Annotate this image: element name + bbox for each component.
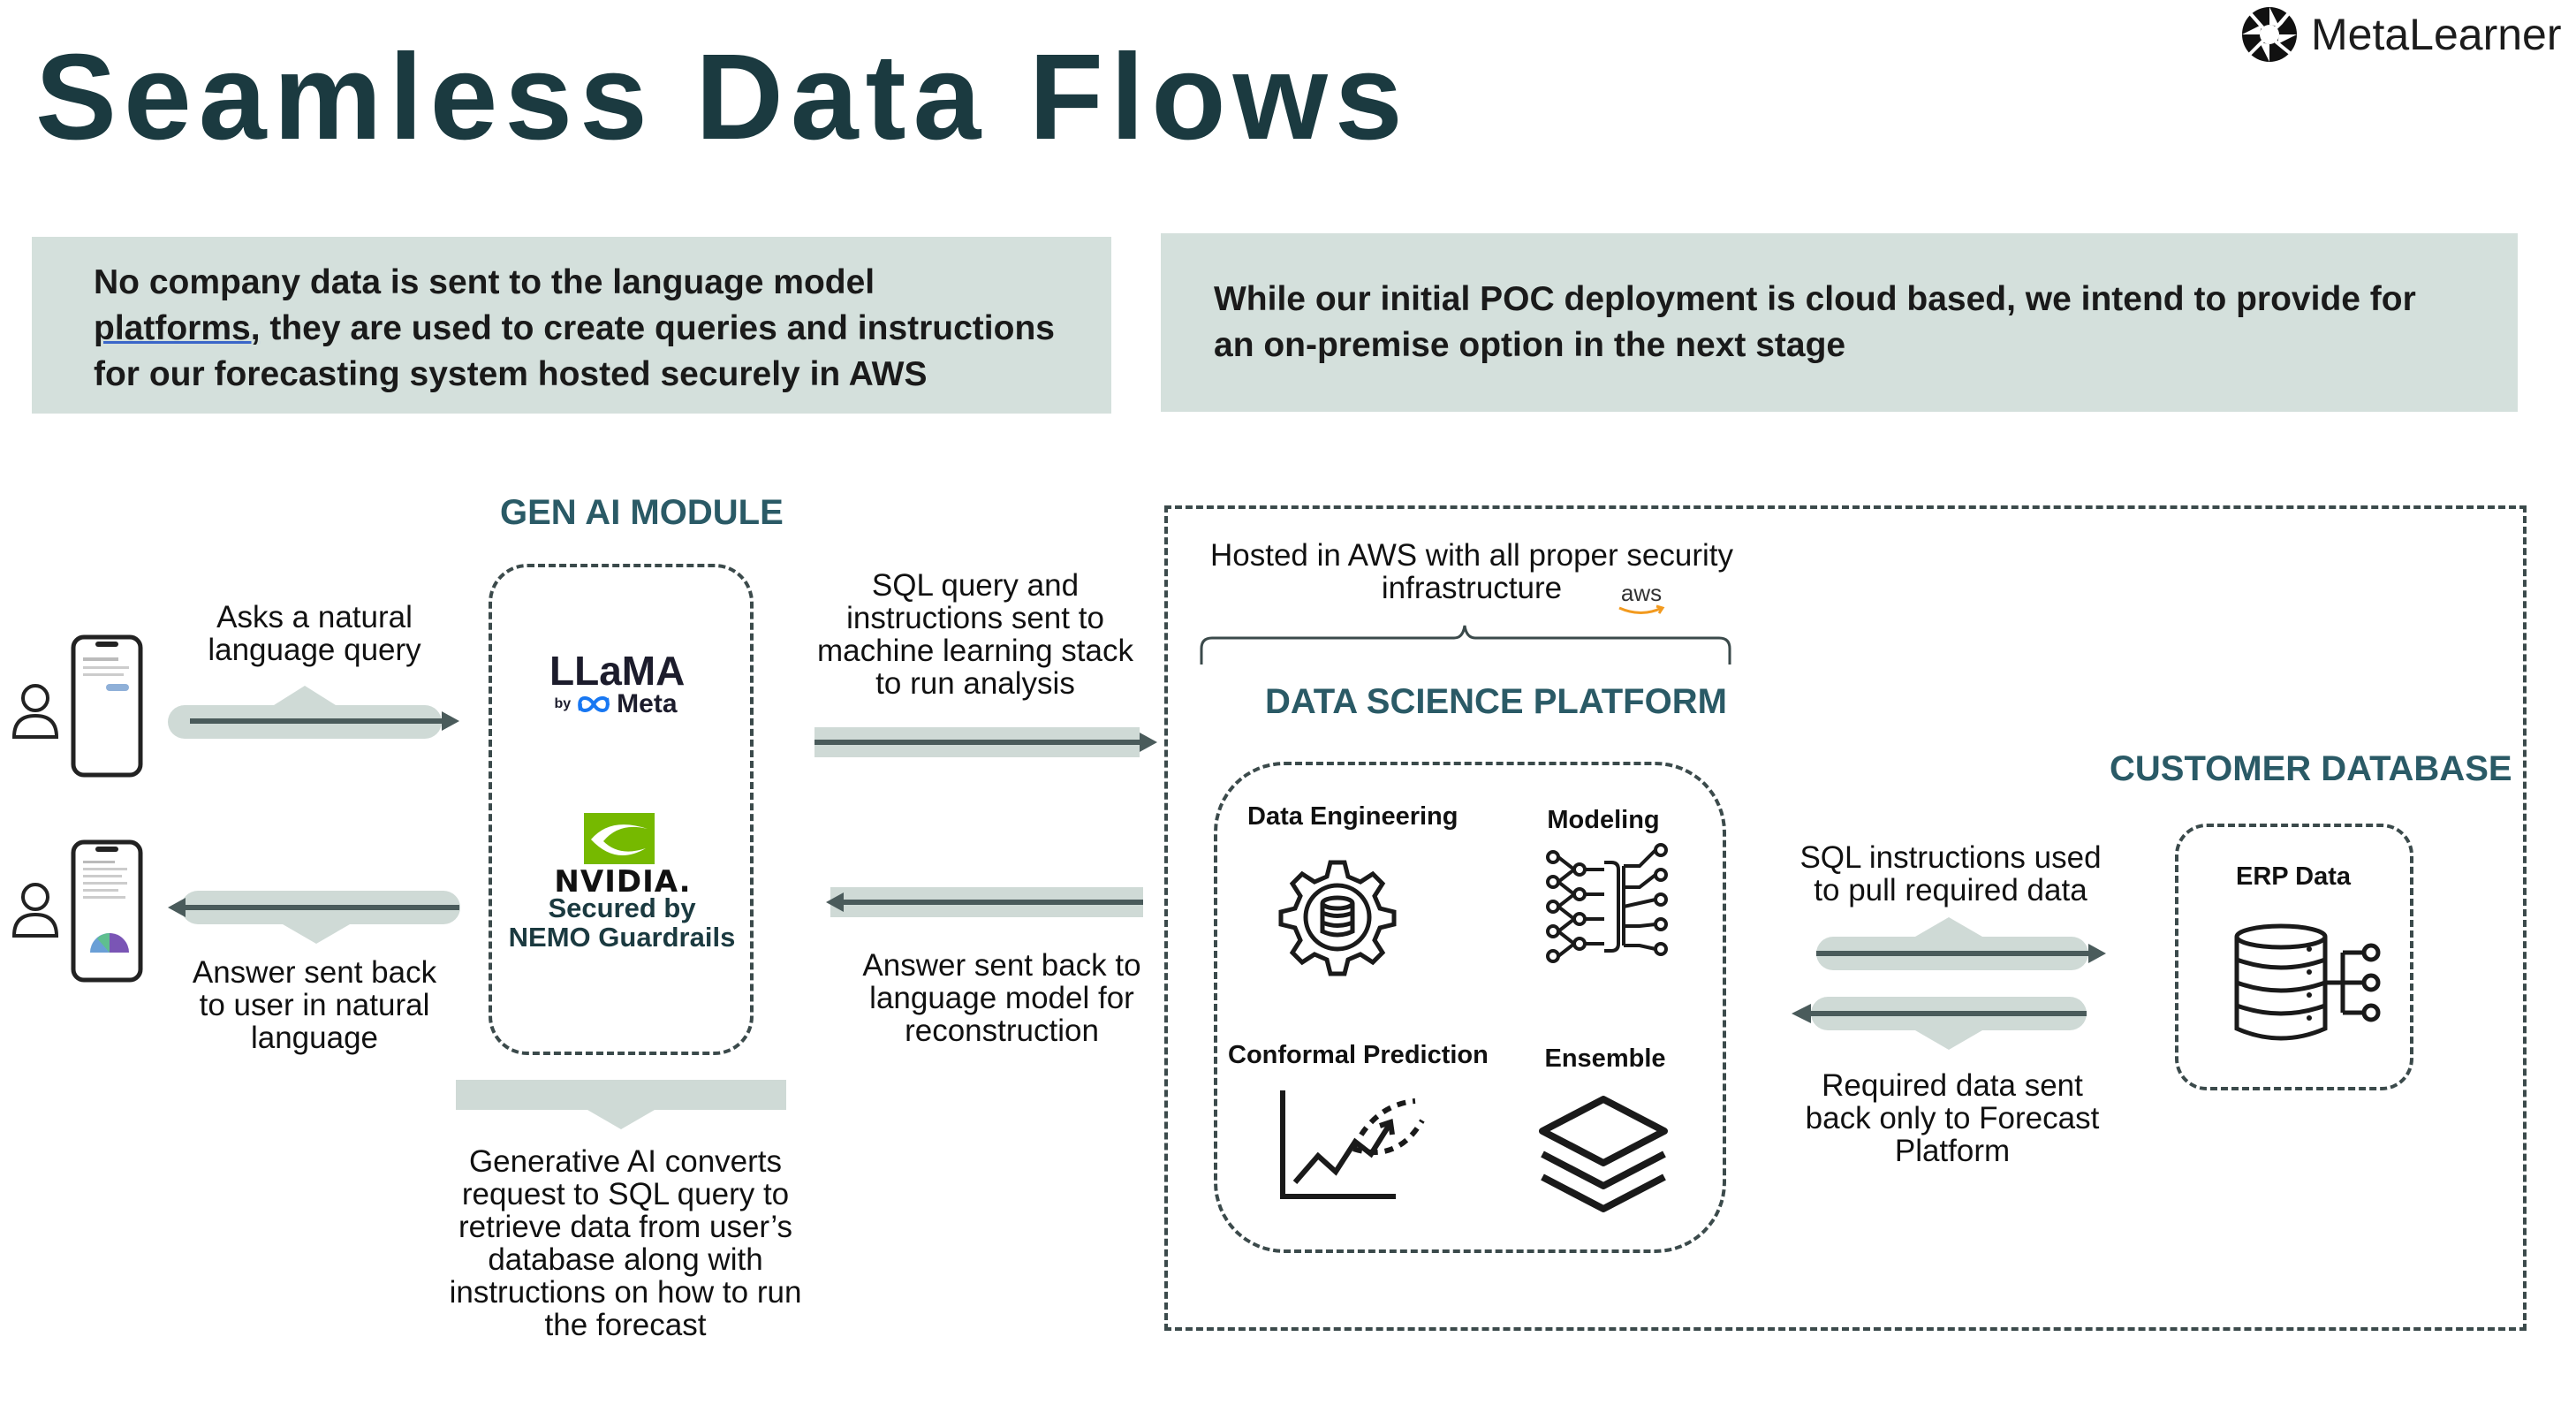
llama-by: by bbox=[554, 696, 572, 711]
gen-ai-description: Generative AI converts request to SQL qu… bbox=[449, 1144, 802, 1343]
aperture-logo-icon bbox=[2242, 7, 2297, 62]
aws-wordmark: aws bbox=[1620, 580, 1663, 606]
user-answer-text: Answer sent back to user in natural lang… bbox=[192, 955, 437, 1056]
gen-ai-title: GEN AI MODULE bbox=[500, 493, 784, 532]
neural-network-icon bbox=[1546, 843, 1668, 963]
aws-hosted-text: Hosted in AWS with all proper security i… bbox=[1210, 538, 1733, 606]
deployment-note: While our initial POC deployment is clou… bbox=[1161, 233, 2518, 412]
data-science-platform-box bbox=[1214, 762, 1726, 1253]
privacy-note-rest: they are used to create queries and inst… bbox=[94, 309, 1055, 393]
aws-bracket bbox=[1200, 625, 1731, 665]
llama-logo: LLaMA by Meta bbox=[549, 648, 686, 719]
answer-to-llm-text: Answer sent back to language model for r… bbox=[862, 948, 1141, 1049]
line-chart-icon bbox=[1280, 1090, 1425, 1199]
smartphone-icon bbox=[71, 839, 143, 983]
user-icon bbox=[11, 684, 59, 739]
brand-logo[interactable]: MetaLearner bbox=[2240, 4, 2562, 65]
aws-logo: aws bbox=[1615, 581, 1668, 620]
user-query-arrow bbox=[168, 686, 459, 739]
db-return-arrow bbox=[1792, 997, 2087, 1050]
llama-wordmark: LLaMA bbox=[549, 648, 686, 694]
gear-database-icon bbox=[1278, 860, 1397, 976]
privacy-note-underlined: platforms, bbox=[94, 309, 261, 348]
database-icon bbox=[2234, 923, 2381, 1041]
smartphone-icon bbox=[71, 634, 143, 778]
privacy-note: No company data is sent to the language … bbox=[32, 237, 1111, 414]
sql-to-ml-arrow bbox=[814, 727, 1157, 757]
module-label-ensemble: Ensemble bbox=[1544, 1044, 1666, 1073]
brand-name: MetaLearner bbox=[2311, 10, 2562, 59]
db-return-text: Required data sent back only to Forecast… bbox=[1805, 1068, 2100, 1169]
db-sql-arrow bbox=[1816, 917, 2106, 970]
aws-smile-icon bbox=[1618, 604, 1665, 614]
user-answer-arrow bbox=[168, 891, 460, 944]
erp-data-label: ERP Data bbox=[2235, 862, 2352, 891]
nvidia-eye-icon bbox=[584, 813, 655, 864]
db-sql-text: SQL instructions used to pull required d… bbox=[1799, 840, 2102, 908]
user-icon bbox=[11, 883, 59, 938]
customer-database-title: CUSTOMER DATABASE bbox=[2110, 749, 2512, 788]
nemo-guardrails-text: Secured by NEMO Guardrails bbox=[508, 892, 736, 953]
user-query-text: Asks a natural language query bbox=[208, 600, 421, 668]
gen-ai-module-box bbox=[489, 564, 754, 1055]
aws-hosted-region bbox=[1164, 505, 2527, 1331]
layers-icon bbox=[1539, 1096, 1668, 1212]
nvidia-wordmark: NVIDIA. bbox=[554, 864, 692, 900]
meta-wordmark: Meta bbox=[617, 689, 678, 718]
data-science-title: DATA SCIENCE PLATFORM bbox=[1265, 682, 1727, 721]
customer-database-box bbox=[2175, 824, 2413, 1090]
deployment-note-text: While our initial POC deployment is clou… bbox=[1214, 280, 2416, 364]
answer-to-llm-arrow bbox=[826, 887, 1143, 917]
meta-infinity-icon bbox=[578, 695, 610, 713]
module-label-modeling: Modeling bbox=[1547, 806, 1660, 834]
privacy-note-line1: No company data is sent to the language … bbox=[94, 263, 875, 302]
sql-to-ml-text: SQL query and instructions sent to machi… bbox=[817, 568, 1133, 702]
module-label-data-engineering: Data Engineering bbox=[1247, 802, 1458, 831]
gen-ai-output-band bbox=[456, 1080, 786, 1129]
page-title: Seamless Data Flows bbox=[35, 29, 1410, 165]
module-label-conformal-prediction: Conformal Prediction bbox=[1228, 1041, 1489, 1069]
